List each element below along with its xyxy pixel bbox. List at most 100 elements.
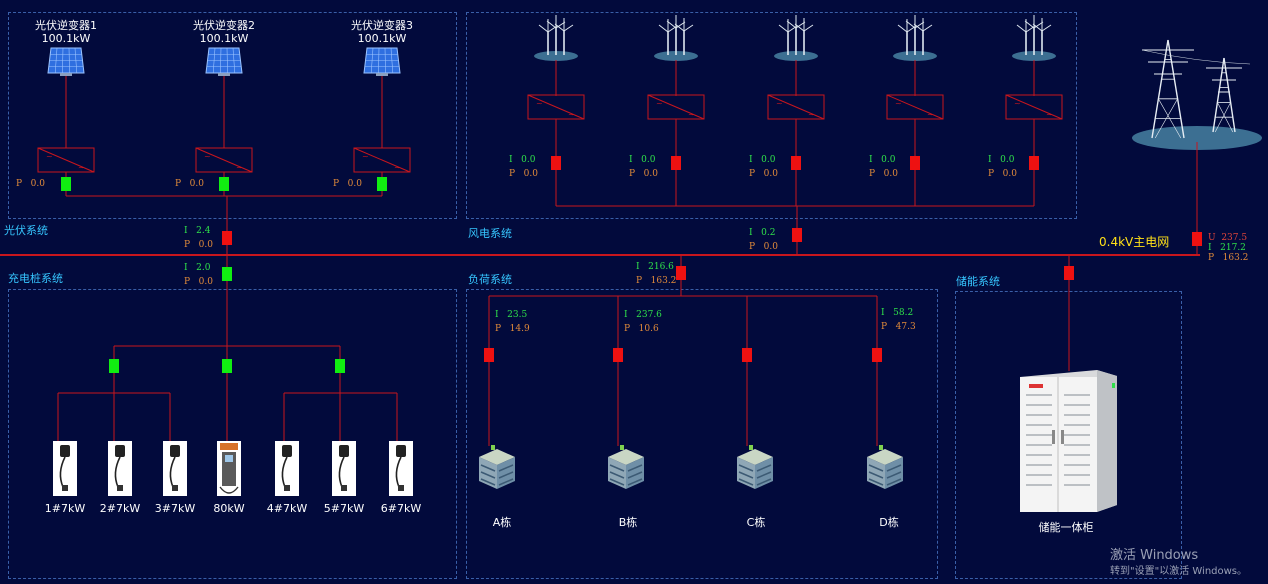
- wind-turbine-icon-1: [534, 15, 578, 61]
- building-b-label: B栋: [618, 516, 638, 529]
- wind-turbine-2-readings: I 0.0 P 0.0: [629, 155, 658, 179]
- pv-inverter-1-power: P 0.0: [16, 179, 45, 189]
- ac-charging-pile-icon-3: [163, 441, 187, 496]
- wind-turbine-icon-5: [1012, 15, 1056, 61]
- charging-group-2-switch: [222, 359, 232, 373]
- pv-system-title: 光伏系统: [4, 224, 48, 237]
- wind-turbine-5-breaker: [1029, 156, 1039, 170]
- wind-turbine-icon-4: [893, 15, 937, 61]
- grid-incomer-breaker: [1192, 232, 1202, 246]
- wind-turbine-2-breaker: [671, 156, 681, 170]
- svg-text:~: ~: [1014, 99, 1021, 108]
- ac-charging-pile-icon-2: [108, 441, 132, 496]
- svg-text:~: ~: [536, 99, 543, 108]
- wind-turbine-2-converter: ~~: [647, 94, 705, 120]
- building-icon-2: [608, 445, 644, 489]
- pv-inverter-3-switch: [377, 177, 387, 191]
- ac-charging-pile-icon-6: [332, 441, 356, 496]
- charging-feeder-readings: I 2.0 P 0.0: [184, 263, 213, 287]
- dc-charging-pile-icon: [217, 441, 241, 496]
- pv-inverter-1-converter: ~~: [37, 147, 95, 173]
- grid-incomer-readings: U 237.5 I 217.2 P 163.2: [1208, 233, 1249, 263]
- windows-watermark-hint: 转到"设置"以激活 Windows。: [1110, 566, 1248, 577]
- svg-text:~: ~: [394, 163, 401, 172]
- charging-pile-1-label: 1#7kW: [44, 502, 86, 515]
- svg-text:~: ~: [78, 163, 85, 172]
- solar-panel-icon-3: [363, 47, 401, 76]
- building-1-breaker: [484, 348, 494, 362]
- pv-inverter-3-name: 光伏逆变器3: [351, 19, 413, 32]
- building-a-readings: I 23.5 P 14.9: [495, 310, 530, 334]
- charging-system-frame: [8, 289, 457, 579]
- pv-inverter-3-capacity: 100.1kW: [357, 32, 407, 45]
- wind-feeder-readings: I 0.2 P 0.0: [749, 228, 778, 252]
- wind-turbine-3-readings: I 0.0 P 0.0: [749, 155, 778, 179]
- charging-pile-6-label: 6#7kW: [380, 502, 422, 515]
- wind-turbine-4-breaker: [910, 156, 920, 170]
- wind-system-title: 风电系统: [468, 227, 512, 240]
- svg-text:~: ~: [204, 152, 211, 161]
- ac-charging-pile-icon-1: [53, 441, 77, 496]
- building-d-readings: I 58.2 P 47.3: [881, 308, 916, 332]
- wind-turbine-3-breaker: [791, 156, 801, 170]
- pv-inverter-2-power: P 0.0: [175, 179, 204, 189]
- ac-charging-pile-icon-7: [389, 441, 413, 496]
- charging-pile-dc-label: 80kW: [213, 502, 245, 515]
- pv-inverter-1-name: 光伏逆变器1: [35, 19, 97, 32]
- svg-text:~: ~: [236, 163, 243, 172]
- building-b-readings: I 237.6 P 10.6: [624, 310, 662, 334]
- charging-system-title: 充电桩系统: [8, 272, 63, 285]
- building-d-label: D栋: [879, 516, 899, 529]
- svg-text:~: ~: [688, 110, 695, 119]
- solar-panel-icon-1: [47, 47, 85, 76]
- wind-turbine-icon-3: [774, 15, 818, 61]
- storage-system-title: 储能系统: [956, 275, 1000, 288]
- building-c-label: C栋: [746, 516, 766, 529]
- svg-text:~: ~: [776, 99, 783, 108]
- charging-pile-4-label: 4#7kW: [266, 502, 308, 515]
- wind-system-frame: [466, 12, 1077, 219]
- pv-inverter-2-converter: ~~: [195, 147, 253, 173]
- charging-group-3-switch: [335, 359, 345, 373]
- storage-cabinet-icon: [1020, 370, 1117, 512]
- wind-turbine-5-converter: ~~: [1005, 94, 1063, 120]
- building-4-breaker: [872, 348, 882, 362]
- pv-feeder-readings: I 2.4 P 0.0: [184, 226, 213, 250]
- pv-inverter-2-name: 光伏逆变器2: [193, 19, 255, 32]
- pv-inverter-3-converter: ~~: [353, 147, 411, 173]
- load-feeder-readings: I 216.6 P 163.2: [636, 262, 677, 286]
- pv-inverter-1-switch: [61, 177, 71, 191]
- storage-cabinet-label: 储能一体柜: [1038, 521, 1094, 534]
- svg-text:~: ~: [1046, 110, 1053, 119]
- wind-turbine-5-readings: I 0.0 P 0.0: [988, 155, 1017, 179]
- pv-system-frame: [8, 12, 457, 219]
- svg-text:~: ~: [808, 110, 815, 119]
- load-system-frame: [466, 289, 938, 579]
- load-feeder-breaker: [676, 266, 686, 280]
- pv-inverter-1-capacity: 100.1kW: [41, 32, 91, 45]
- building-2-breaker: [613, 348, 623, 362]
- ac-charging-pile-icon-5: [275, 441, 299, 496]
- pv-inverter-2-switch: [219, 177, 229, 191]
- building-a-label: A栋: [492, 516, 512, 529]
- svg-text:~: ~: [362, 152, 369, 161]
- svg-text:~: ~: [656, 99, 663, 108]
- svg-text:~: ~: [568, 110, 575, 119]
- charging-feeder-switch: [222, 267, 232, 281]
- charging-group-1-switch: [109, 359, 119, 373]
- wind-turbine-4-converter: ~~: [886, 94, 944, 120]
- load-system-title: 负荷系统: [468, 273, 512, 286]
- svg-text:~: ~: [46, 152, 53, 161]
- charging-pile-3-label: 3#7kW: [154, 502, 196, 515]
- storage-feeder-breaker: [1064, 266, 1074, 280]
- charging-pile-2-label: 2#7kW: [99, 502, 141, 515]
- pv-inverter-2-capacity: 100.1kW: [199, 32, 249, 45]
- charging-pile-5-label: 5#7kW: [323, 502, 365, 515]
- building-icon-3: [737, 445, 773, 489]
- wind-turbine-1-converter: ~~: [527, 94, 585, 120]
- wind-turbine-3-converter: ~~: [767, 94, 825, 120]
- main-grid-label: 0.4kV主电网: [1099, 235, 1170, 249]
- power-pylons-icon: [1132, 39, 1262, 150]
